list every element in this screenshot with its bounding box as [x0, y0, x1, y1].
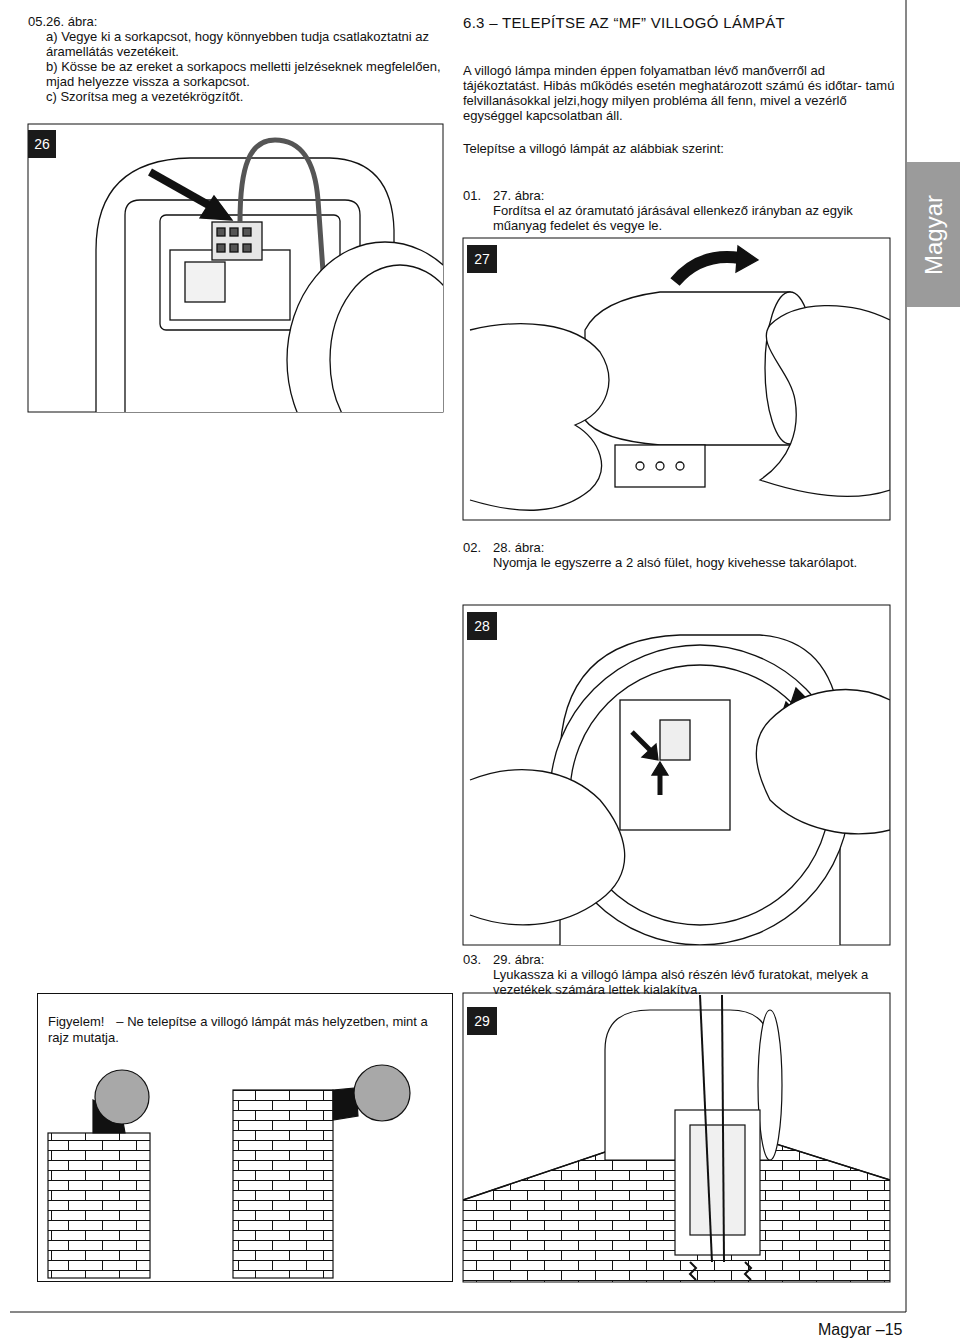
warning-box: Figyelem!– Ne telepítse a villogó lámpát… — [37, 993, 453, 1282]
node-heading: 28 — [474, 618, 490, 634]
line-art — [656, 462, 664, 470]
line-art — [463, 238, 890, 520]
step-number: 02. — [463, 540, 491, 555]
line-art — [642, 744, 658, 760]
body-text: A villogó lámpa minden éppen folyamatban… — [463, 63, 905, 123]
node-heading: Magyar — [920, 194, 948, 274]
line-art — [240, 140, 325, 300]
line-art — [700, 995, 712, 1262]
node-heading: 27 — [474, 251, 490, 267]
line-art — [243, 244, 251, 252]
line-art — [233, 1090, 333, 1278]
line-art — [96, 140, 443, 412]
step-number: 03. — [463, 952, 491, 967]
line-art — [463, 605, 890, 945]
line-art — [470, 770, 625, 925]
figure-ref: 29. ábra: — [493, 952, 693, 967]
language-tab: Magyar — [907, 162, 960, 307]
figure-number: 28 — [467, 612, 497, 640]
line-art — [722, 995, 724, 1262]
figure-ref: 26. ábra: — [46, 14, 246, 29]
line-art — [760, 306, 890, 497]
line-art — [463, 995, 890, 1282]
line-art — [95, 1070, 149, 1124]
line-art — [756, 690, 890, 834]
line-art — [585, 292, 790, 445]
line-art — [230, 244, 238, 252]
body-text: Telepítse a villogó lámpát az alábbiak s… — [463, 141, 903, 156]
line-art — [615, 445, 705, 487]
line-art — [185, 262, 225, 302]
line-art — [217, 228, 225, 236]
figure-number: 26 — [28, 130, 56, 158]
line-art — [470, 246, 890, 510]
node-heading: 29 — [474, 1013, 490, 1029]
step-number: 01. — [463, 188, 491, 203]
instruction-text: b) Kösse be az ereket a sorkapocs mellet… — [46, 59, 458, 89]
section-title: 6.3 – TELEPÍTSE AZ “MF” VILLOGÓ LÁMPÁT — [463, 14, 903, 32]
line-art — [470, 635, 890, 945]
instruction-text: Fordítsa el az óramutató járásával ellen… — [493, 203, 893, 233]
node-text: – Ne telepítse a villogó lámpát más hely… — [48, 1014, 428, 1045]
line-art — [636, 462, 644, 470]
line-art — [632, 732, 652, 752]
line-art — [690, 1125, 745, 1235]
line-art — [48, 1065, 410, 1278]
node-heading: 26 — [34, 136, 50, 152]
figure-number: 29 — [467, 1007, 497, 1035]
line-art — [212, 222, 262, 260]
line-art — [675, 257, 740, 282]
line-art — [758, 1010, 782, 1160]
line-art — [470, 324, 609, 511]
figure-ref: 27. ábra: — [493, 188, 693, 203]
instruction-text: Nyomja le egyszerre a 2 alsó fület, hogy… — [493, 555, 903, 570]
line-art — [463, 993, 890, 1282]
line-art — [675, 1110, 760, 1255]
line-art — [150, 172, 212, 207]
page-footer: Magyar –15 — [818, 1320, 938, 1339]
instruction-text: c) Szorítsa meg a vezetékrögzítőt. — [46, 89, 458, 104]
line-art — [620, 700, 730, 830]
line-art — [243, 228, 251, 236]
line-art — [354, 1065, 410, 1121]
figure-ref: 28. ábra: — [493, 540, 693, 555]
line-art — [230, 228, 238, 236]
line-art — [217, 244, 225, 252]
node-heading: Figyelem! — [48, 1014, 104, 1029]
line-art — [287, 242, 443, 412]
line-art — [676, 462, 684, 470]
line-art — [330, 265, 443, 412]
instruction-text: Lyukassza ki a villogó lámpa alsó részén… — [493, 967, 885, 997]
instruction-text: a) Vegye ki a sorkapcsot, hogy könnyebbe… — [46, 29, 458, 59]
line-art — [48, 1133, 150, 1278]
figure-number: 27 — [467, 245, 497, 273]
line-art — [200, 196, 232, 220]
line-art — [660, 720, 690, 760]
line-art — [690, 1262, 751, 1280]
line-art — [736, 246, 758, 272]
line-art — [10, 0, 906, 1312]
line-art — [652, 762, 668, 775]
